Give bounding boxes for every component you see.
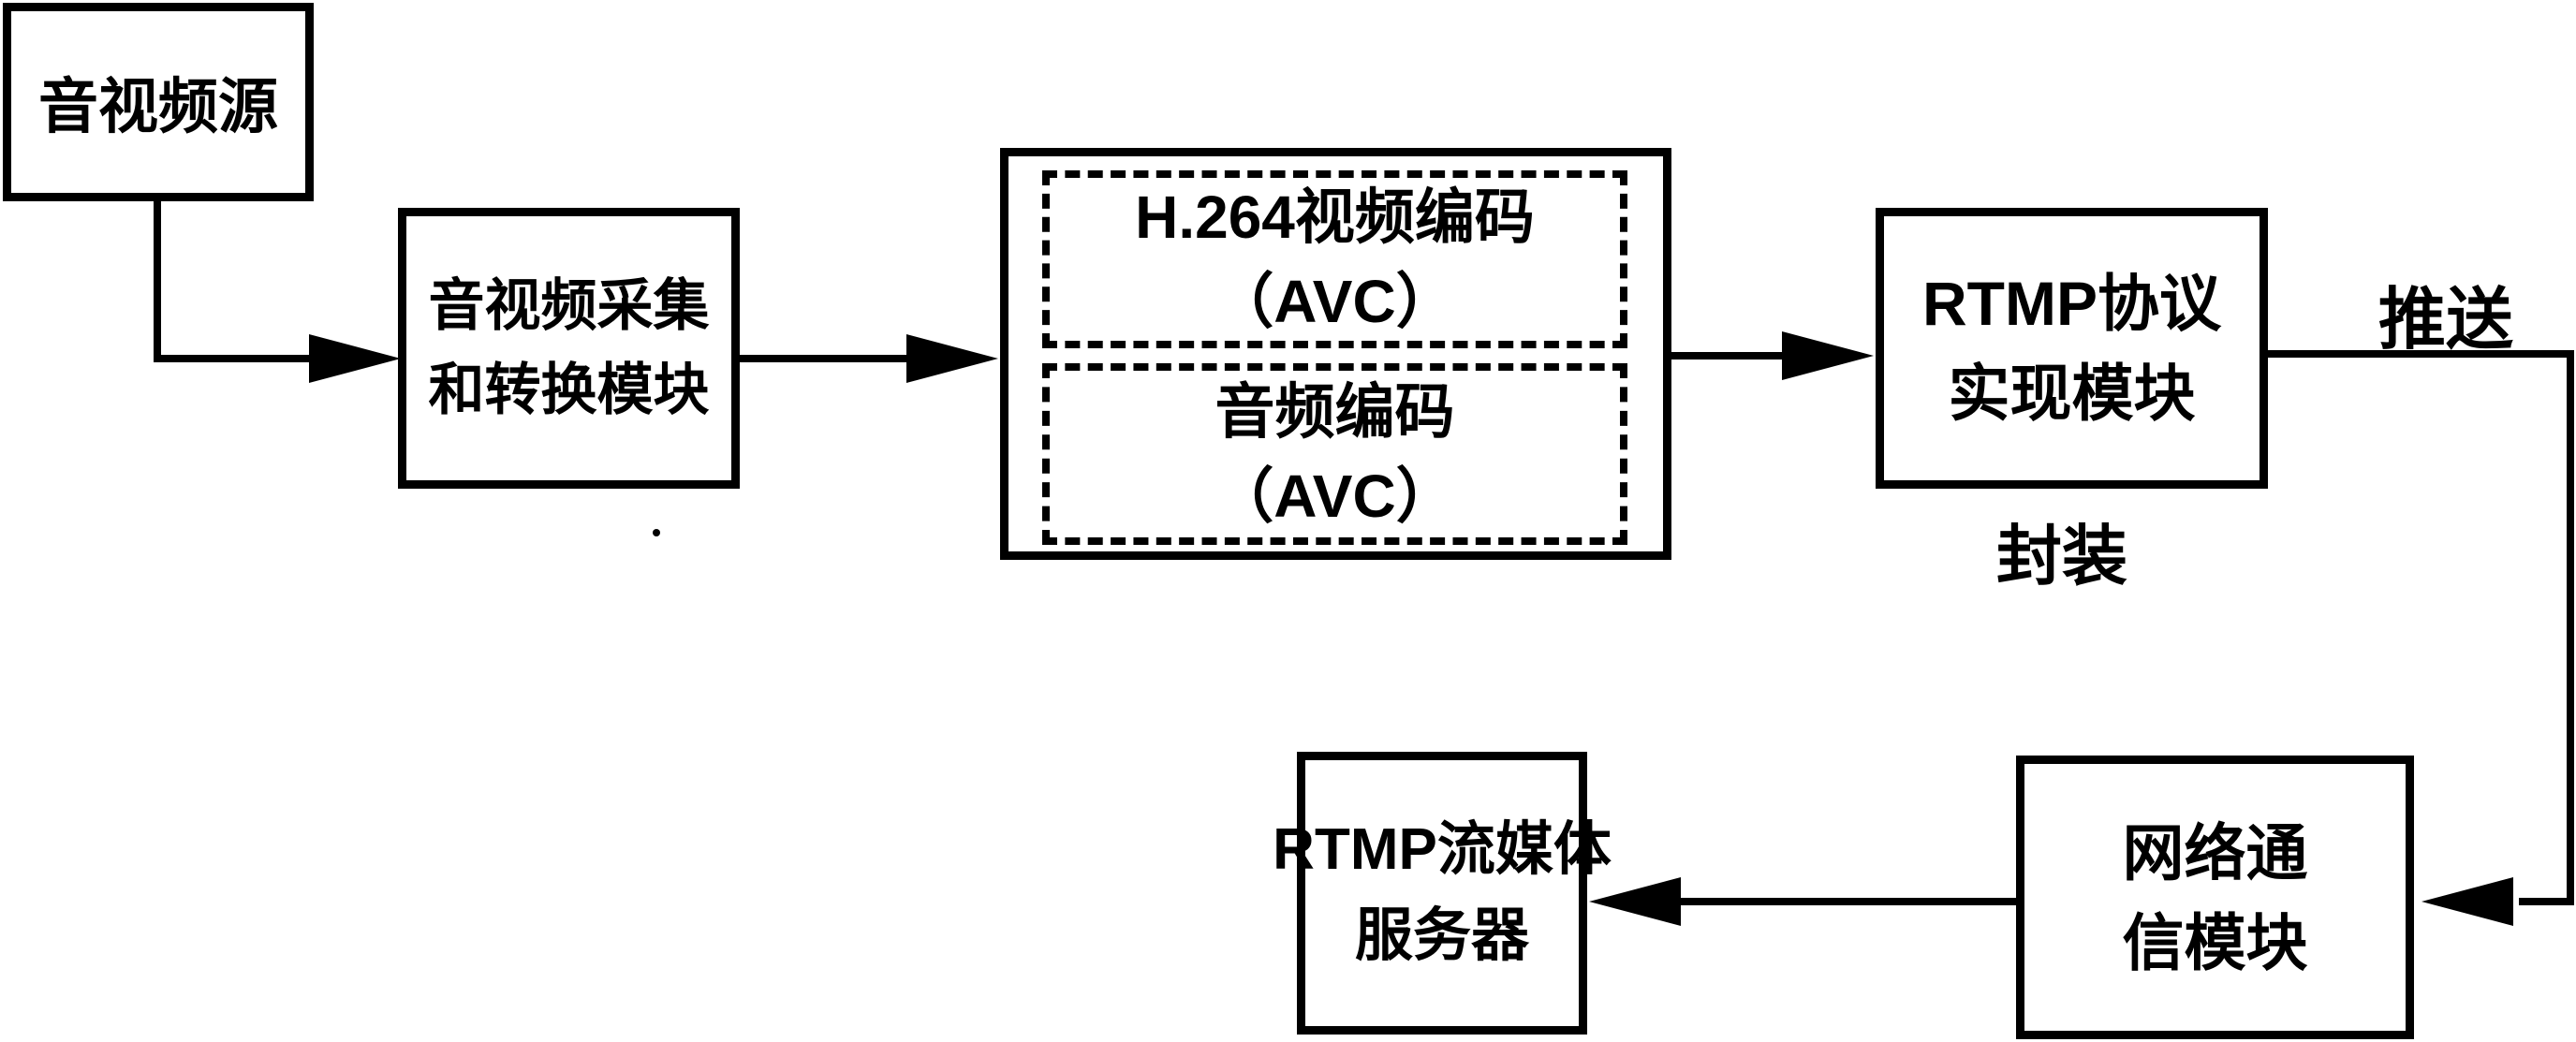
- node-label-line1: RTMP协议: [1922, 269, 2221, 338]
- edge-label-encapsulate: 封装: [1996, 520, 2127, 593]
- connector-push-horizontal: [2268, 350, 2574, 358]
- node-capture-convert-module: 音视频采集 和转换模块: [398, 208, 740, 489]
- node-label: 音视频源: [38, 73, 278, 140]
- node-network-communication-module: 网络通 信模块: [2016, 756, 2414, 1039]
- connector-network-server: [1679, 898, 2016, 905]
- node-audio-video-source: 音视频源: [3, 3, 314, 201]
- arrowhead-right-icon: [906, 334, 998, 383]
- node-label-line1: 音频编码: [1214, 378, 1455, 446]
- edge-label-push: 推送: [2378, 283, 2514, 358]
- arrowhead-left-icon: [1589, 877, 1681, 926]
- node-audio-encoder: 音频编码 （AVC）: [1042, 363, 1627, 545]
- connector-source-capture-horizontal: [154, 355, 315, 362]
- node-label-line2: 实现模块: [1948, 359, 2196, 428]
- node-label-line2: 服务器: [1354, 903, 1529, 968]
- node-label-line1: 音视频采集: [428, 274, 710, 337]
- connector-push-vertical: [2567, 350, 2574, 905]
- node-label-line1: 网络通: [2122, 817, 2308, 888]
- connector-push-stub: [2519, 898, 2574, 905]
- node-h264-video-encoder: H.264视频编码 （AVC）: [1042, 170, 1627, 348]
- node-label-line1: RTMP流媒体: [1273, 817, 1612, 882]
- arrowhead-right-icon: [309, 334, 401, 383]
- node-label-line2: 和转换模块: [428, 359, 710, 421]
- node-label-line2: （AVC）: [1214, 462, 1456, 530]
- node-label-line1: H.264视频编码: [1135, 183, 1535, 251]
- node-rtmp-media-server: RTMP流媒体 服务器: [1273, 752, 1612, 1035]
- node-rtmp-protocol-module: RTMP协议 实现模块: [1876, 208, 2268, 489]
- node-label-line2: 信模块: [2122, 907, 2308, 977]
- connector-source-capture-vertical: [154, 201, 161, 362]
- arrowhead-left-icon: [2421, 877, 2513, 926]
- node-label-line2: （AVC）: [1214, 268, 1456, 335]
- connector-encoder-rtmp: [1671, 352, 1786, 360]
- scan-artifact-dot: [653, 529, 660, 536]
- arrowhead-right-icon: [1782, 331, 1874, 380]
- connector-capture-encoder: [740, 355, 908, 362]
